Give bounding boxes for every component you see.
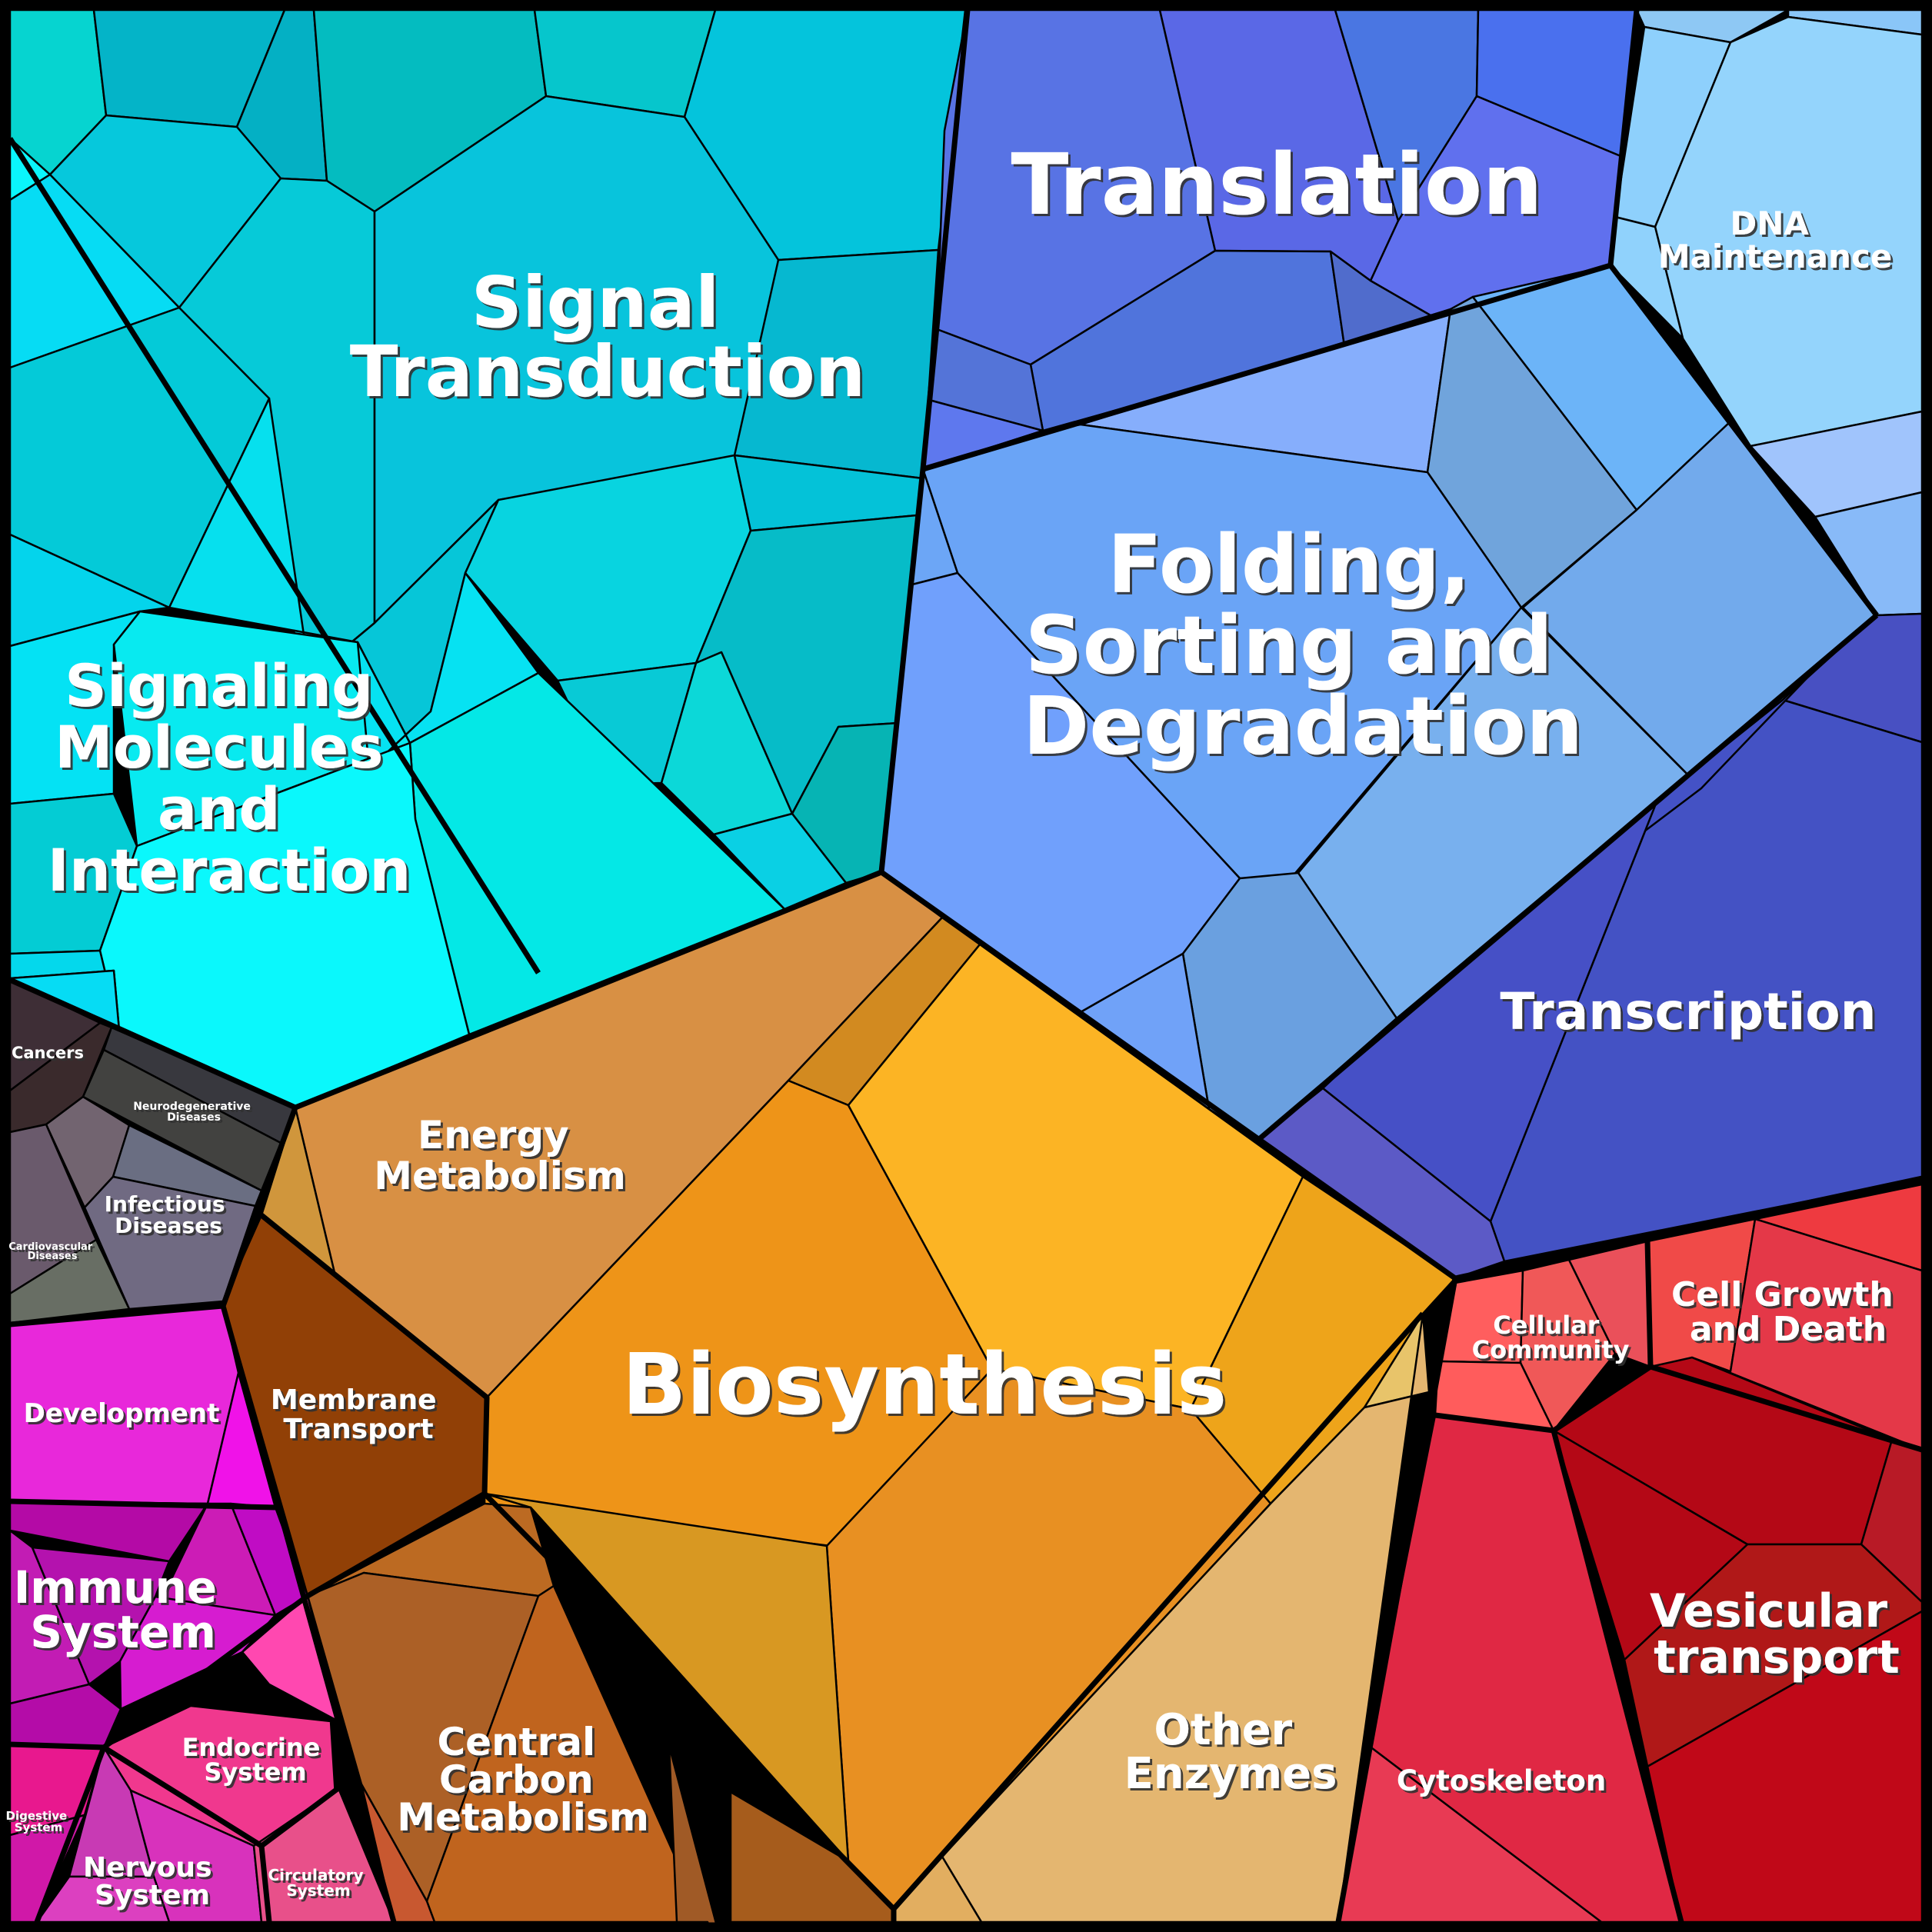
region-cell-growth-and-death[interactable] <box>1646 1183 1924 1451</box>
label-central-carbon-metabolism: Central Carbon Metabolism <box>397 1720 649 1840</box>
label-translation: Translation <box>1011 135 1542 234</box>
label-circulatory-system: Circulatory System <box>268 1866 368 1900</box>
label-other-enzymes: Other Enzymes <box>1124 1705 1337 1799</box>
label-energy-metabolism: Energy Metabolism <box>374 1113 626 1198</box>
region-signal-transduction[interactable] <box>8 8 967 911</box>
region-human-diseases[interactable] <box>8 978 297 1324</box>
region-dna-maintenance[interactable] <box>1609 8 1924 617</box>
label-dna-maintenance: DNA Maintenance <box>1658 205 1893 275</box>
label-immune-system: Immune System <box>14 1561 233 1658</box>
label-signal-transduction: Signal Transduction <box>350 261 865 413</box>
region-translation[interactable] <box>921 8 1638 471</box>
label-nervous-system: Nervous System <box>83 1852 222 1911</box>
label-cardiovascular-diseases: Cardiovascular Diseases <box>8 1241 96 1262</box>
label-cellular-community: Cellular Community <box>1472 1311 1630 1364</box>
region-biosynthesis[interactable] <box>483 943 1457 1910</box>
region-development[interactable] <box>8 1304 277 1509</box>
label-membrane-transport: Membrane Transport <box>271 1384 446 1445</box>
label-biosynthesis: Biosynthesis <box>622 1335 1227 1434</box>
region-vesicular-transport[interactable] <box>1552 1356 1924 1924</box>
label-cancers: Cancers <box>12 1044 84 1062</box>
region-signaling-molecules[interactable] <box>8 137 786 1109</box>
label-endocrine-system: Endocrine System <box>182 1733 329 1787</box>
label-cell-growth-and-death: Cell Growth and Death <box>1671 1275 1905 1349</box>
label-development: Development <box>24 1398 220 1429</box>
label-neurodegenerative-diseases: Neurodegenerative Diseases <box>133 1101 255 1124</box>
label-transcription: Transcription <box>1500 982 1876 1041</box>
labels: Signal Transduction Signaling Molecules … <box>6 135 1905 1911</box>
label-signaling-molecules: Signaling Molecules and Interaction <box>48 651 411 904</box>
label-folding-sorting-degradation: Folding, Sorting and Degradation <box>1023 518 1583 773</box>
group-boundaries <box>8 9 1924 1924</box>
label-vesicular-transport: Vesicular transport <box>1650 1584 1904 1684</box>
region-other-enzymes[interactable] <box>892 1312 1431 1924</box>
region-central-carbon-metabolism[interactable] <box>306 1502 895 1932</box>
label-digestive-system: Digestive System <box>6 1809 72 1834</box>
label-cytoskeleton: Cytoskeleton <box>1397 1764 1606 1797</box>
region-nervous-system[interactable] <box>35 1746 263 1924</box>
label-infectious-diseases: Infectious Diseases <box>105 1191 233 1238</box>
